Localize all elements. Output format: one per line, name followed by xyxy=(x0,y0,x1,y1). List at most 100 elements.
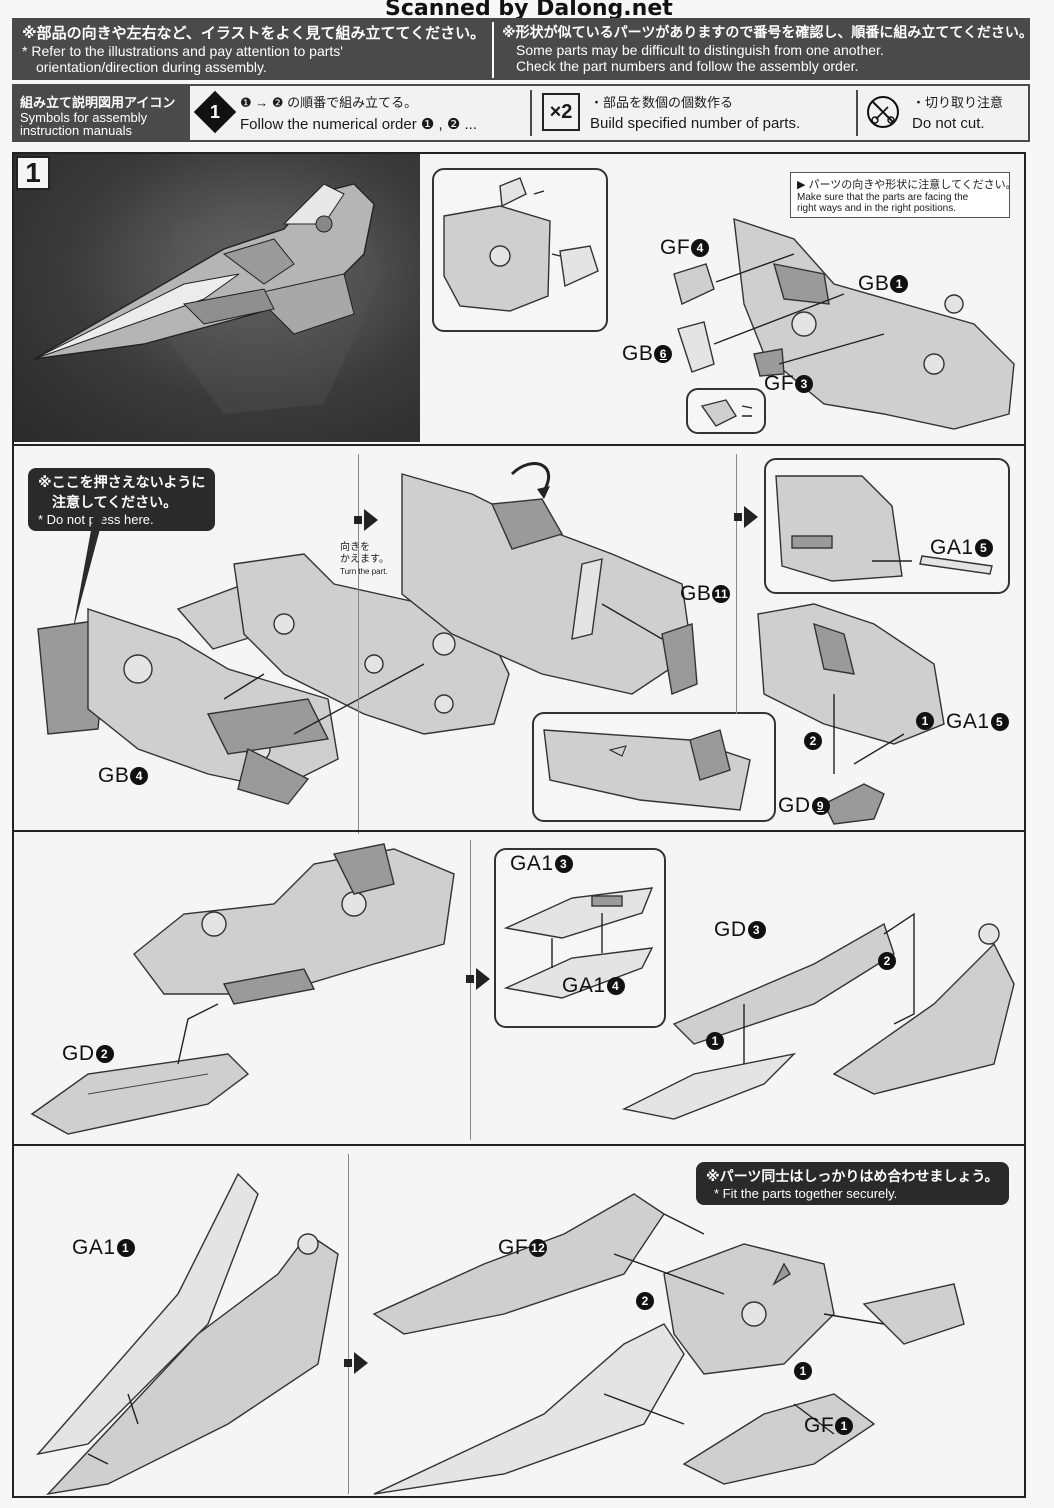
symbol-divider xyxy=(530,90,532,136)
turn-part-note: 向きを かえます。 Turn the part. xyxy=(340,542,400,578)
notice-orientation-en-2: orientation/direction during assembly. xyxy=(36,59,267,75)
order-badge-1: 1 xyxy=(794,1362,812,1380)
turn-part-jp-1: 向きを xyxy=(340,542,370,553)
gf12-gf1-assembly-illustration xyxy=(372,1193,965,1495)
fit-securely-en: * Fit the parts together securely. xyxy=(714,1186,898,1201)
symbol-nocut-jp: ・切り取り注意 xyxy=(912,95,1004,110)
detail-inset-ga13 xyxy=(494,848,666,1028)
step-number: 1 xyxy=(16,156,50,190)
notice-bar: ※部品の向きや左右など、イラストをよく見て組み立ててください。 * Refer … xyxy=(12,18,1033,80)
gb11-assembly-illustration xyxy=(401,462,698,695)
watermark-text: Scanned by Dalong.net xyxy=(385,0,673,21)
order-badge-2: 2 xyxy=(636,1292,654,1310)
callout-pointer xyxy=(72,514,104,634)
turn-part-en: Turn the part. xyxy=(340,567,388,576)
row-divider xyxy=(14,444,1024,446)
symbol-order: ❶ → ❷ の順番で組み立てる。 Follow the numerical or… xyxy=(240,86,530,140)
symbols-label-jp: 組み立て説明図用アイコン xyxy=(20,95,176,110)
column-divider xyxy=(358,454,359,834)
row-divider xyxy=(14,830,1024,832)
notice-similar-en-1: Some parts may be difficult to distingui… xyxy=(516,42,884,58)
order-diamond-icon: 1 xyxy=(193,90,237,134)
step-1-frame: 1 ▶ パーツの向きや形状に注意してください。 Make sure that t… xyxy=(12,152,1026,1498)
fit-securely-callout: ※パーツ同士はしっかりはめ合わせましょう。 * Fit the parts to… xyxy=(696,1162,1009,1205)
completed-preview-panel xyxy=(14,154,420,442)
inset-ga13-illustration xyxy=(503,887,654,999)
gb-frame-illustration xyxy=(223,553,510,735)
turn-part-jp-2: かえます。 xyxy=(340,554,389,565)
row-divider xyxy=(14,1144,1024,1146)
order-badge-1: 1 xyxy=(916,712,934,730)
detail-inset-2 xyxy=(532,712,776,822)
completed-unit-illustration xyxy=(33,183,384,414)
symbol-divider xyxy=(856,90,858,136)
notice-similar-parts: ※形状が似ているパーツがありますので番号を確認し、順番に組み立ててください。 S… xyxy=(492,22,1033,78)
inset-ga15-illustration xyxy=(775,475,993,582)
column-divider xyxy=(470,840,471,1140)
orientation-note: ▶ パーツの向きや形状に注意してください。 Make sure that the… xyxy=(790,172,1017,218)
orientation-note-en-2: right ways and in the right positions. xyxy=(797,203,956,214)
next-arrow-icon xyxy=(344,1352,368,1374)
symbol-order-en: Follow the numerical order ❶ , ❷ ... xyxy=(240,116,477,133)
notice-orientation-jp: ※部品の向きや左右など、イラストをよく見て組み立ててください。 xyxy=(22,25,486,42)
symbols-label-en-1: Symbols for assembly xyxy=(20,110,148,125)
notice-similar-jp: ※形状が似ているパーツがありますので番号を確認し、順番に組み立ててください。 xyxy=(502,24,1033,40)
fit-securely-jp: ※パーツ同士はしっかりはめ合わせましょう。 xyxy=(706,1168,999,1184)
detail-inset-1 xyxy=(432,168,608,332)
symbol-multiply-jp: ・部品を数個の個数作る xyxy=(590,95,734,110)
gd2-part-illustration xyxy=(30,1003,250,1135)
next-arrow-icon xyxy=(466,968,490,990)
order-badge-2: 2 xyxy=(878,952,896,970)
gd9-assembly-illustration xyxy=(757,603,945,825)
next-arrow-icon xyxy=(354,509,378,531)
ga11-assembly-illustration xyxy=(36,1172,339,1496)
column-divider xyxy=(736,454,737,714)
symbols-label: 組み立て説明図用アイコン Symbols for assembly instru… xyxy=(14,86,190,140)
press-warning-callout: ※ここを押さえないように 注意してください。 * Do not press he… xyxy=(28,468,216,531)
orientation-note-jp: ▶ パーツの向きや形状に注意してください。 xyxy=(797,179,1017,191)
press-warning-jp-2: 注意してください。 xyxy=(52,494,178,510)
order-badge-2: 2 xyxy=(804,732,822,750)
next-arrow-icon xyxy=(734,506,758,528)
detail-inset-ga15 xyxy=(764,458,1010,594)
detail-inset-gf3 xyxy=(686,388,766,434)
inset-2-illustration xyxy=(543,729,751,811)
gf3-detail xyxy=(700,399,753,427)
symbols-legend: 組み立て説明図用アイコン Symbols for assembly instru… xyxy=(12,84,1030,142)
symbol-multiply: ・部品を数個の個数作る Build specified number of pa… xyxy=(590,86,850,140)
symbol-multiply-en: Build specified number of parts. xyxy=(590,115,801,132)
orientation-note-en-1: Make sure that the parts are facing the xyxy=(797,192,969,203)
symbol-order-jp: ❶ → ❷ の順番で組み立てる。 xyxy=(240,95,418,110)
column-divider xyxy=(348,1154,349,1494)
notice-orientation-en-1: * Refer to the illustrations and pay att… xyxy=(22,43,343,59)
notice-orientation: ※部品の向きや左右など、イラストをよく見て組み立ててください。 * Refer … xyxy=(22,22,487,75)
symbols-label-en-2: instruction manuals xyxy=(20,123,132,138)
press-warning-jp-1: ※ここを押さえないように xyxy=(38,474,206,490)
order-icon-number: 1 xyxy=(209,102,220,122)
no-cut-icon xyxy=(867,96,899,128)
multiply-icon: ×2 xyxy=(542,93,580,131)
orientation-note-jp-text: パーツの向きや形状に注意してください。 xyxy=(808,179,1017,191)
gd2-mount-illustration xyxy=(133,843,455,1005)
order-badge-1: 1 xyxy=(706,1032,724,1050)
notice-similar-en-2: Check the part numbers and follow the as… xyxy=(516,58,859,74)
gd3-assembly-illustration xyxy=(621,912,1015,1120)
inset-1-illustration xyxy=(443,177,599,312)
gb4-assembly-illustration xyxy=(37,578,339,805)
symbol-nocut-en: Do not cut. xyxy=(912,115,985,132)
